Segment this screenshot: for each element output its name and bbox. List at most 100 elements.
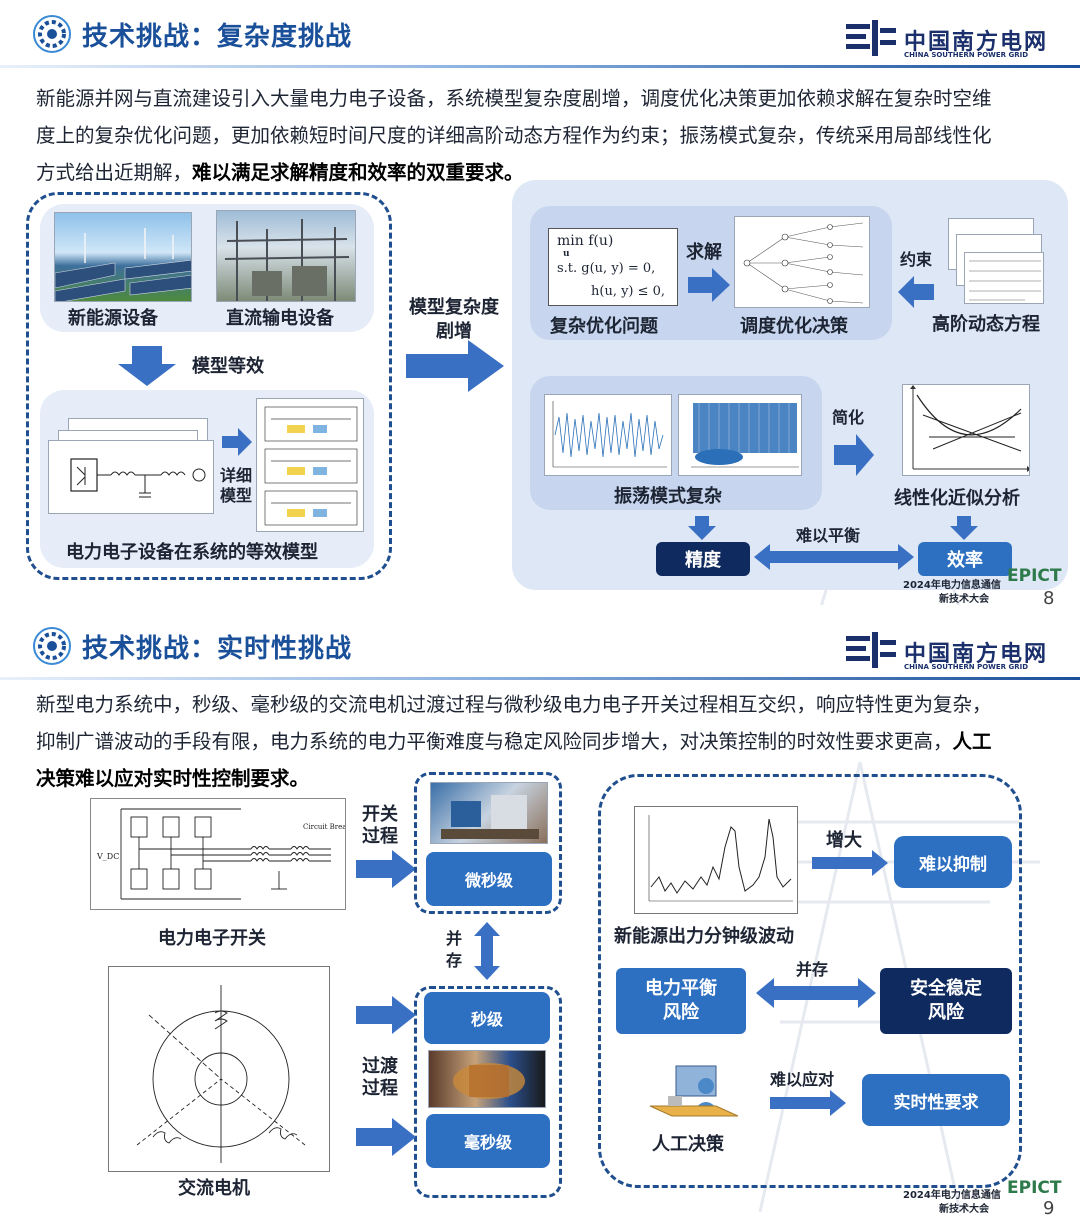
vdc-label: V_DC (96, 852, 119, 861)
realtime-region (598, 774, 1022, 1188)
intro-paragraph: 新能源并网与直流建设引入大量电力电子设备，系统模型复杂度剧增，调度优化决策更加依… (36, 80, 1054, 191)
double-arrow-icon (756, 978, 876, 1008)
switch-process-line: 开关 (362, 804, 398, 825)
transition-region (414, 986, 562, 1198)
coexist-line: 存 (446, 951, 463, 970)
safety-risk-box: 安全稳定 风险 (880, 968, 1012, 1034)
header-divider (0, 65, 1080, 68)
down-arrow-icon (688, 516, 716, 540)
company-logo: 中国南方电网 CHINA SOUTHERN POWER GRID (846, 20, 1056, 64)
para-line: 度上的复杂优化问题，更加依赖短时间尺度的详细高阶动态方程作为约束；振荡模式复杂，… (36, 124, 992, 147)
breaker-label: Circuit Breaker (303, 823, 346, 831)
footer-line: 2024年电力信息通信 (903, 580, 1001, 591)
right-arrow-icon (812, 850, 888, 876)
down-arrow-icon (118, 346, 176, 386)
formula-sub: u (563, 249, 570, 259)
right-arrow-icon (356, 996, 416, 1034)
transition-process-label: 过渡 过程 (362, 1056, 398, 1100)
millisecond-box: 毫秒级 (426, 1114, 550, 1168)
optimization-formula: min f(u) u s.t. g(u, y) = 0, h(u, y) ≤ 0… (548, 228, 678, 306)
complex-opt-label: 复杂优化问题 (550, 316, 658, 337)
para-emphasis: 决策难以应对实时性控制要求。 (36, 767, 310, 790)
dc-label: 直流输电设备 (226, 308, 334, 329)
gear-icon (33, 627, 71, 665)
equivalent-model-label: 电力电子设备在系统的等效模型 (66, 542, 318, 563)
right-arrow-icon (356, 850, 416, 888)
footer-line: 新技术大会 (939, 594, 989, 605)
logo-cn-text: 中国南方电网 (904, 642, 1049, 667)
big-right-arrow-icon (406, 340, 504, 392)
para-text: 方式给出近期解， (36, 161, 193, 184)
oscillation-label: 振荡模式复杂 (614, 486, 722, 507)
transition-line: 过渡 (362, 1056, 398, 1077)
para-line: 抑制广谱波动的手段有限，电力系统的电力平衡难度与稳定风险同步增大，对决策控制的时… (36, 723, 1054, 760)
conference-footer: 2024年电力信息通信 新技术大会 EPICT 9 (903, 1172, 1068, 1217)
switch-process-label: 开关 过程 (362, 804, 398, 848)
fluctuation-chart (634, 806, 798, 914)
para-text: 抑制广谱波动的手段有限，电力系统的电力平衡难度与稳定风险同步增大，对决策控制的时… (36, 730, 953, 753)
high-order-label: 高阶动态方程 (932, 314, 1040, 335)
right-arrow-icon (356, 1118, 416, 1156)
detail-label-line: 详细 (220, 466, 253, 485)
coexist-label: 并 存 (446, 928, 462, 972)
complexity-label-line: 模型复杂度 (409, 297, 499, 318)
motor-device-image (428, 1050, 546, 1108)
power-switch-diagram: V_DC Circuit Breaker (90, 798, 346, 910)
slide-title: 技术挑战：实时性挑战 (82, 634, 353, 664)
formula-line: h(u, y) ≤ 0, (591, 284, 666, 299)
manual-decision-label: 人工决策 (652, 1134, 724, 1155)
oscillation-chart-1 (544, 394, 672, 476)
formula-line: min f(u) (557, 233, 614, 249)
linearization-label: 线性化近似分析 (894, 488, 1020, 509)
logo-en-text: CHINA SOUTHERN POWER GRID (904, 663, 1029, 671)
ac-motor-label: 交流电机 (178, 1178, 250, 1199)
page-number: 8 (1043, 588, 1055, 605)
efficiency-box: 效率 (918, 542, 1012, 576)
solve-label: 求解 (686, 242, 722, 263)
para-line: 新型电力系统中，秒级、毫秒级的交流电机过渡过程与微秒级电力电子开关过程相互交织，… (36, 693, 992, 716)
grid-logo-icon (846, 20, 896, 56)
switch-process-line: 过程 (362, 826, 398, 847)
constraint-arrow-icon (898, 276, 934, 308)
detail-label-line: 模型 (220, 486, 253, 505)
epict-logo: EPICT (1007, 566, 1062, 586)
balance-risk-box: 电力平衡 风险 (616, 968, 746, 1034)
complexity-increase-label: 模型复杂度 剧增 (400, 296, 508, 344)
footer-line: 新技术大会 (939, 1204, 989, 1215)
linearization-chart (902, 384, 1030, 476)
balance-risk-line: 电力平衡 (645, 978, 717, 999)
para-emphasis: 难以满足求解精度和效率的双重要求。 (192, 161, 524, 184)
slide-header: 技术挑战：复杂度挑战 中国南方电网 CHINA SOUTHERN POWER G… (0, 0, 1080, 68)
coexist-label: 并存 (796, 960, 829, 979)
header-divider (0, 677, 1080, 680)
simplify-arrow-icon (834, 434, 874, 476)
formula-line: s.t. g(u, y) = 0, (557, 261, 656, 276)
footer-line: 2024年电力信息通信 (903, 1190, 1001, 1201)
fluctuation-label: 新能源出力分钟级波动 (614, 926, 794, 947)
safety-risk-line: 安全稳定 (910, 978, 982, 999)
para-line: 方式给出近期解，难以满足求解精度和效率的双重要求。 (36, 154, 1054, 191)
slide-title: 技术挑战：复杂度挑战 (82, 22, 353, 52)
detailed-model-diagram (256, 398, 364, 532)
equivalent-model-region (26, 192, 392, 580)
second-box: 秒级 (424, 992, 550, 1044)
slide-complexity: 技术挑战：复杂度挑战 中国南方电网 CHINA SOUTHERN POWER G… (0, 0, 1080, 605)
slide-header: 技术挑战：实时性挑战 中国南方电网 CHINA SOUTHERN POWER G… (0, 612, 1080, 680)
epict-logo: EPICT (1007, 1178, 1062, 1198)
intro-paragraph: 新型电力系统中，秒级、毫秒级的交流电机过渡过程与微秒级电力电子开关过程相互交织，… (36, 686, 1054, 797)
right-arrow-icon (222, 428, 252, 456)
coexist-line: 并 (446, 929, 463, 948)
constraint-label: 约束 (900, 250, 933, 269)
vertical-double-arrow-icon (474, 922, 500, 980)
para-line: 新能源并网与直流建设引入大量电力电子设备，系统模型复杂度剧增，调度优化决策更加依… (36, 87, 992, 110)
microsecond-box: 微秒级 (426, 852, 552, 906)
renewable-label: 新能源设备 (68, 308, 158, 329)
circuit-diagram (48, 440, 214, 514)
slide-realtime: 技术挑战：实时性挑战 中国南方电网 CHINA SOUTHERN POWER G… (0, 612, 1080, 1217)
safety-risk-line: 风险 (928, 1002, 964, 1023)
power-switch-label: 电力电子开关 (158, 928, 266, 949)
transition-line: 过程 (362, 1078, 398, 1099)
page-number: 9 (1043, 1198, 1055, 1217)
increase-label: 增大 (826, 830, 862, 851)
para-line: 决策难以应对实时性控制要求。 (36, 760, 1054, 797)
